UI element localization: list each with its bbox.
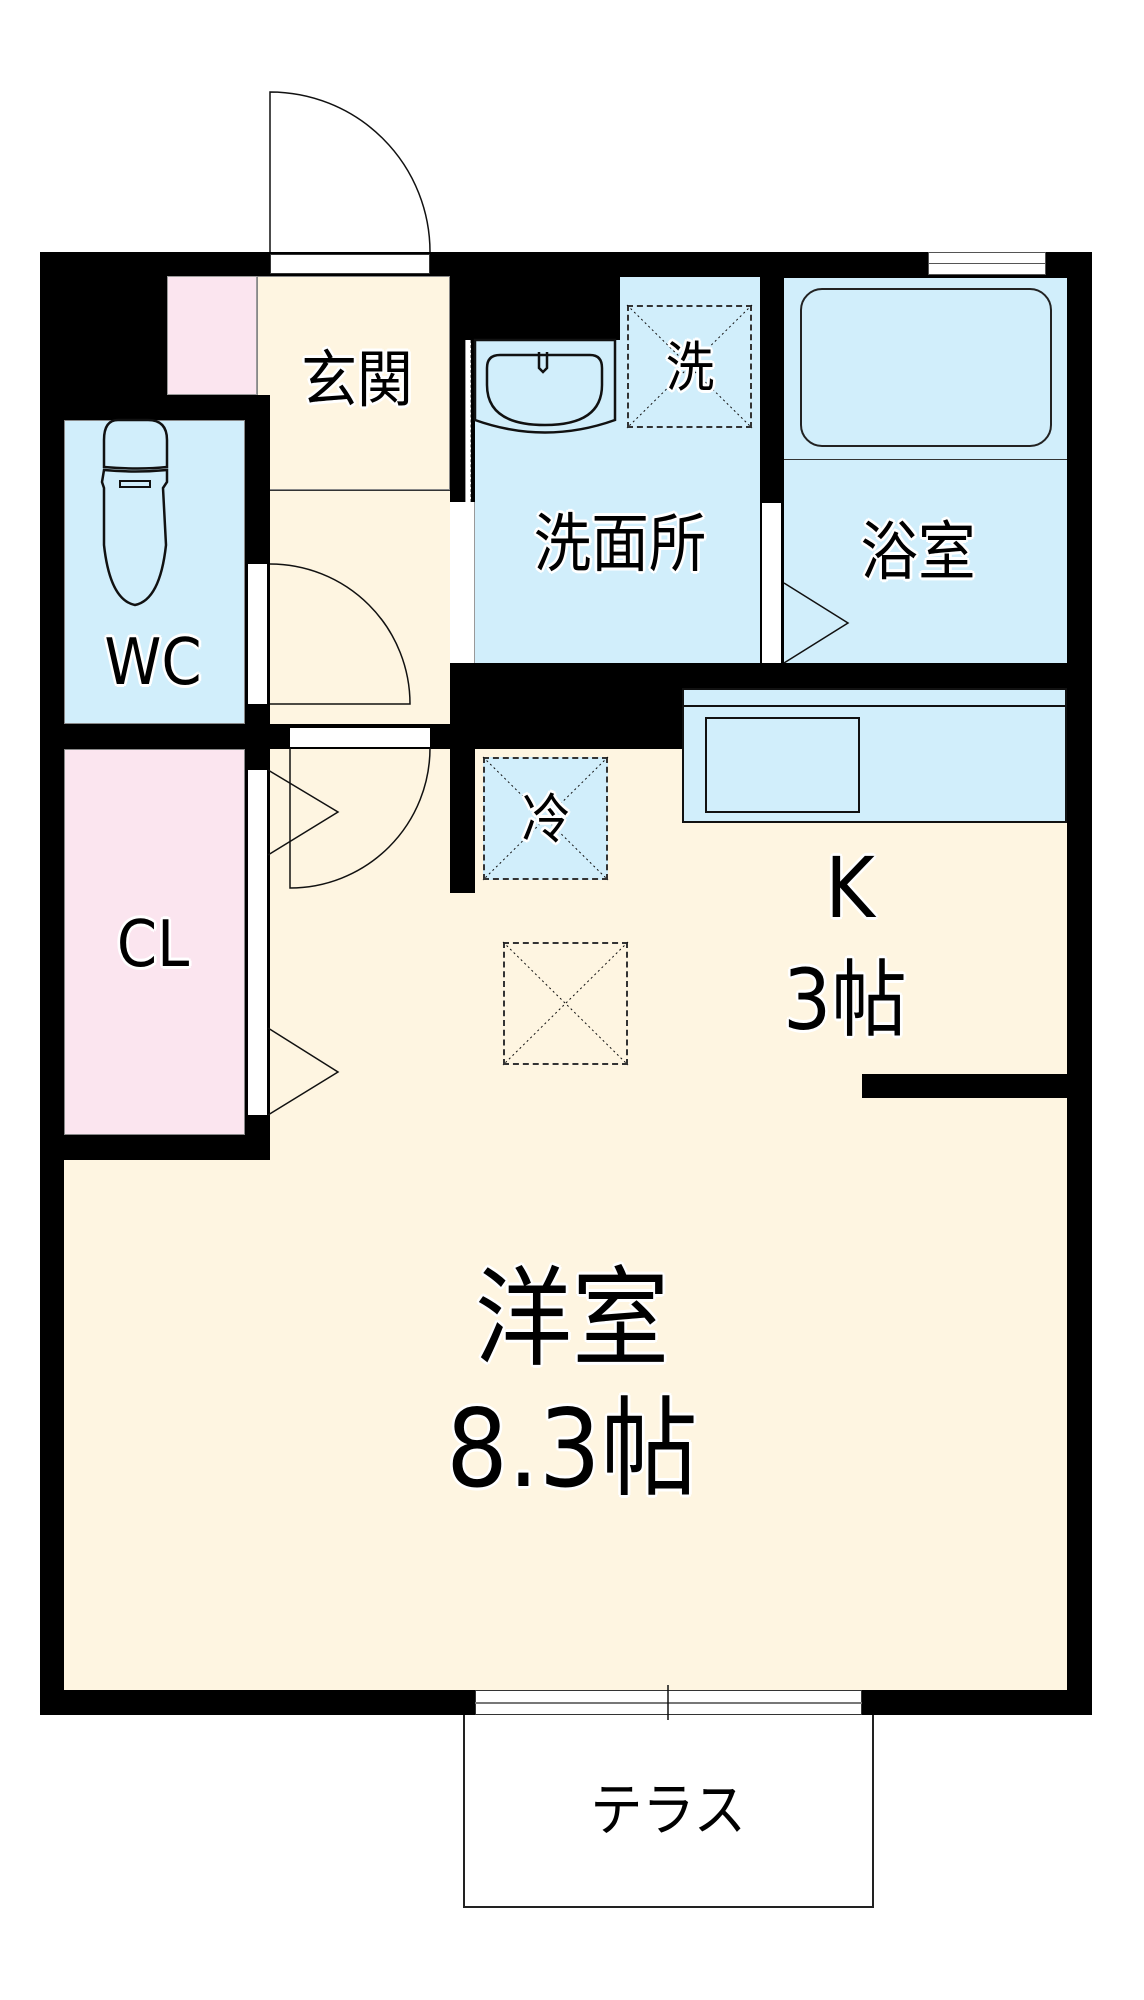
vanity-sliding-rail <box>465 340 471 502</box>
bath-door-opening[interactable] <box>762 503 781 663</box>
hall-lower-floor <box>270 749 450 1169</box>
wall-above-vanity <box>450 277 620 340</box>
entry-door-threshold[interactable] <box>270 254 430 274</box>
closet-label: CL <box>116 908 190 982</box>
terrace-label: テラス <box>590 1776 746 1844</box>
room-door-opening[interactable] <box>290 728 430 747</box>
western-room-label: 洋室 <box>474 1257 670 1382</box>
bath-window-line <box>928 263 1046 264</box>
washroom-label: 洗面所 <box>533 508 707 582</box>
kitchen-partition-wall <box>862 1074 1067 1098</box>
shoe-cabinet <box>167 276 257 395</box>
terrace <box>463 1715 874 1908</box>
kitchen-counter <box>682 688 1067 823</box>
wall-closet-bottom <box>40 1135 270 1160</box>
bath-divider <box>784 459 1067 460</box>
genkan-floor <box>257 276 450 490</box>
entry-door-swing-icon <box>269 91 431 253</box>
western-room-size: 8.3帖 <box>446 1387 698 1512</box>
wall-pillar-hall <box>450 663 475 893</box>
wc-door-opening[interactable] <box>248 564 267 704</box>
western-room-under-closet <box>64 1160 270 1690</box>
closet-door-opening[interactable] <box>248 770 267 1115</box>
south-window-line <box>475 1702 862 1704</box>
kitchen-size: 3帖 <box>783 951 907 1049</box>
kitchen-sink <box>705 717 860 813</box>
washer-label: 洗 <box>665 336 715 399</box>
wall-block-kitchen <box>450 663 682 749</box>
fridge-label: 冷 <box>521 788 571 851</box>
kitchen-label: K <box>825 839 875 937</box>
wc-label: WC <box>104 626 202 700</box>
ceiling-storage-hatch <box>503 942 628 1065</box>
kitchen-counter-edge <box>682 705 1067 707</box>
washroom-door-opening[interactable] <box>450 502 475 663</box>
bathroom-label: 浴室 <box>860 516 976 590</box>
genkan-label: 玄関 <box>301 343 413 416</box>
bathtub <box>800 288 1052 447</box>
hallway-floor <box>270 490 450 724</box>
closet-room <box>64 749 245 1135</box>
